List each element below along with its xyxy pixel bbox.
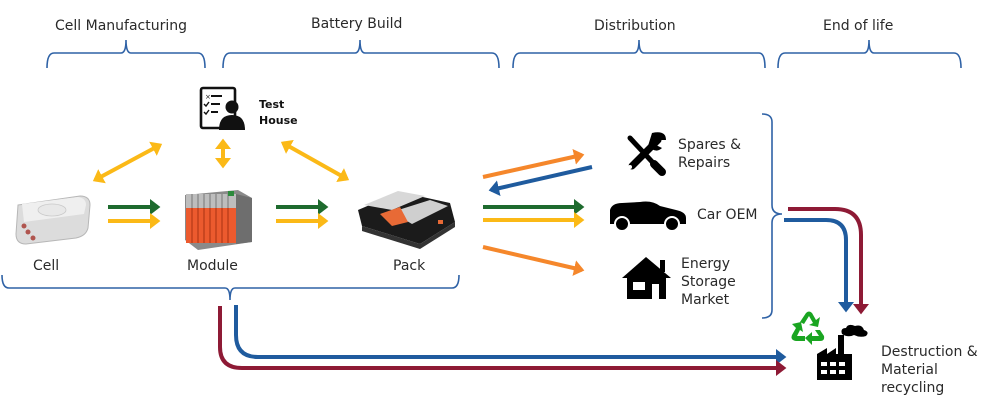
stage-label-end-of-life: End of life: [823, 18, 894, 34]
wrench-screwdriver-icon: [627, 132, 666, 176]
stage-label-cell-manufacturing: Cell Manufacturing: [55, 18, 187, 34]
house-icon: [622, 257, 671, 299]
arrow-pack-spares-orange: [482, 148, 585, 179]
spares-line1: Spares &: [678, 137, 742, 153]
brace-distribution-channels: [761, 113, 783, 319]
brace-battery-build: [222, 39, 500, 69]
energy-line1: Energy: [681, 256, 731, 272]
recycling-line1: Destruction &: [881, 344, 978, 360]
energy-line3: Market: [681, 292, 730, 308]
arrow-distribution-recycle-maroon: [788, 207, 869, 315]
brace-cell-module-pack: [1, 274, 460, 301]
factory-icon: [817, 324, 868, 380]
arrow-spares-pack-blue: [488, 165, 593, 197]
arrow-module-recycle-maroon: [218, 306, 787, 376]
node-label-module: Module: [187, 258, 238, 274]
battery-pack-image: [358, 191, 455, 249]
test-house-line1: Test: [259, 98, 285, 111]
arrow-module-recycle-blue: [234, 305, 787, 365]
node-label-spares-repairs: Spares & Repairs: [678, 136, 741, 172]
arrow-pack-storage-orange: [482, 245, 585, 276]
car-icon: [610, 201, 686, 232]
recycling-line3: recycling: [881, 380, 945, 396]
recycle-icon: [791, 311, 825, 345]
checklist-person-icon: ×: [199, 86, 245, 130]
node-label-recycling: Destruction & Material recycling: [881, 343, 978, 397]
brace-cell-manufacturing: [46, 39, 206, 69]
node-label-test-house: Test House: [259, 97, 298, 129]
node-label-cell: Cell: [33, 258, 60, 274]
arrow-cell-testhouse: [92, 141, 163, 184]
spares-line2: Repairs: [678, 155, 731, 171]
brace-end-of-life: [777, 39, 962, 69]
energy-line2: Storage: [681, 274, 736, 290]
battery-cell-image: [15, 195, 91, 245]
svg-text:×: ×: [205, 93, 211, 101]
stage-label-battery-build: Battery Build: [311, 16, 403, 32]
arrow-distribution-recycle-blue: [784, 218, 854, 313]
node-label-energy-storage: Energy Storage Market: [681, 255, 736, 309]
brace-distribution: [512, 39, 766, 69]
test-house-line2: House: [259, 114, 298, 127]
stage-label-distribution: Distribution: [594, 18, 676, 34]
recycling-line2: Material: [881, 362, 938, 378]
arrow-pack-testhouse: [280, 139, 350, 183]
node-label-car-oem: Car OEM: [697, 207, 758, 223]
node-label-pack: Pack: [393, 258, 426, 274]
battery-module-image: [185, 190, 252, 250]
